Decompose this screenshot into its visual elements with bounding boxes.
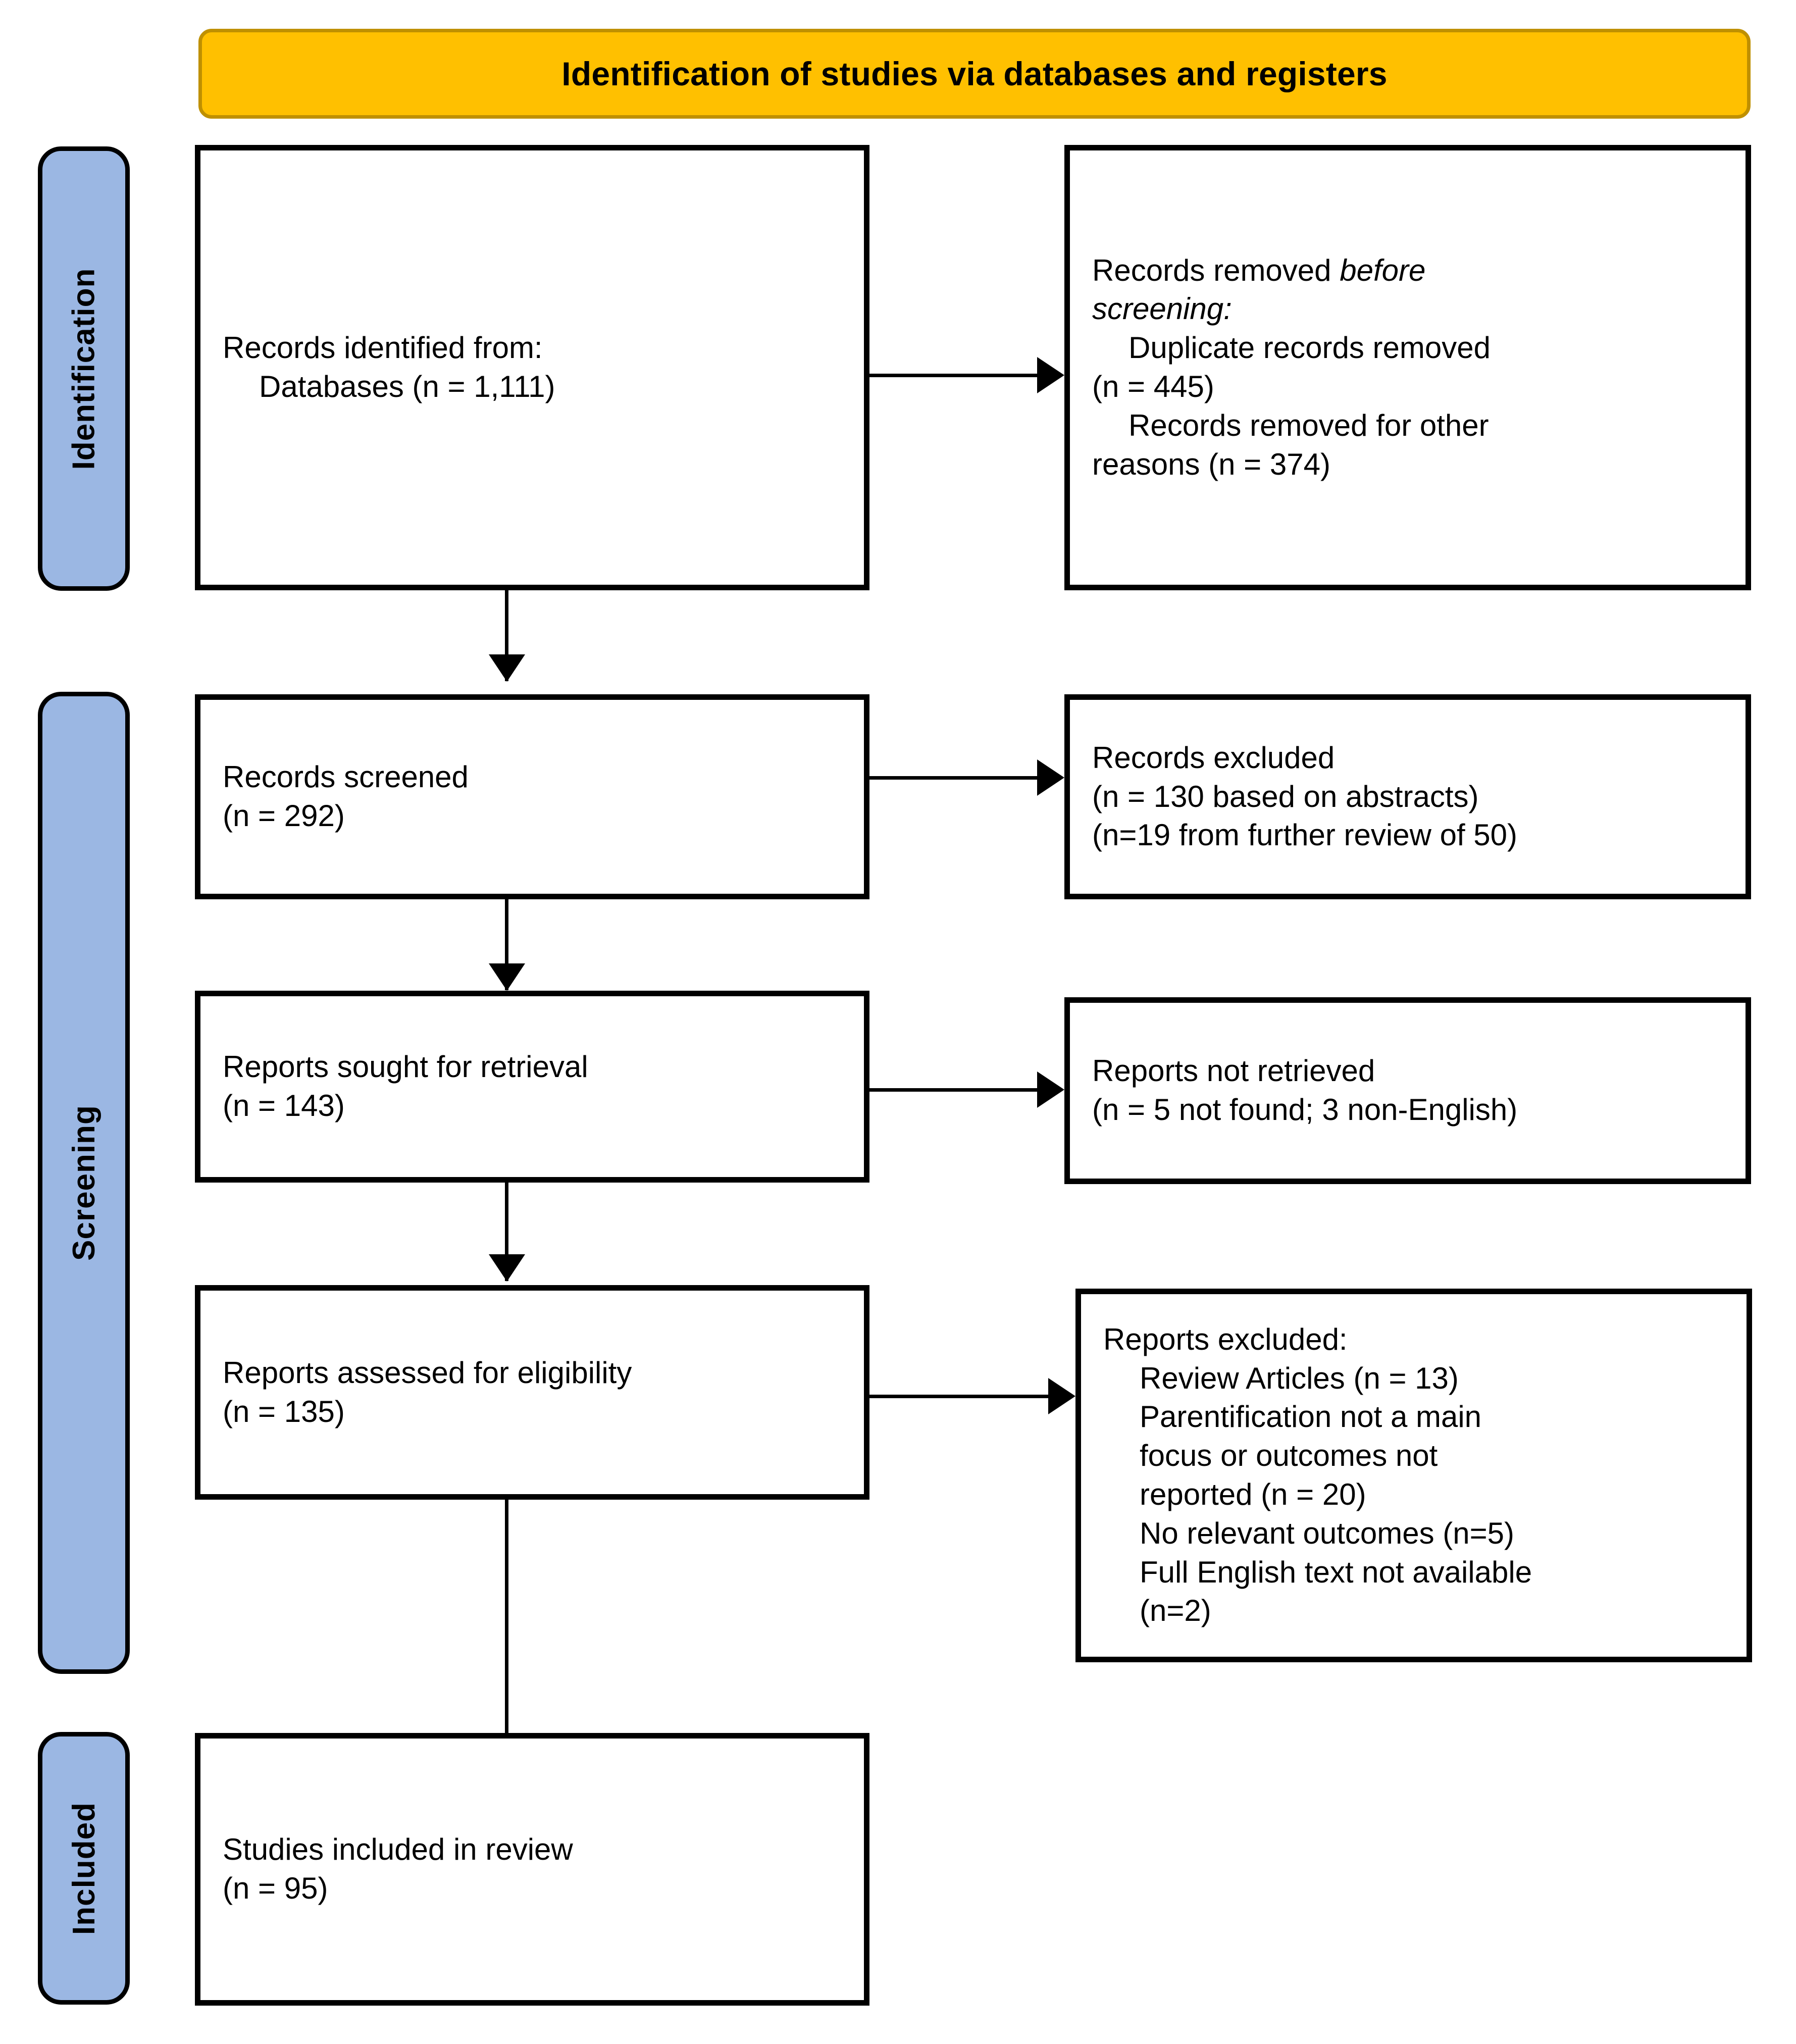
box-studies-included-line-1: Studies included in review xyxy=(223,1832,573,1867)
box-reports-excluded-line-5: reported (n = 20) xyxy=(1140,1477,1366,1511)
arrowhead-identified-to-removed xyxy=(1037,357,1064,393)
box-records-removed: Records removed before screening: Duplic… xyxy=(1064,145,1751,590)
box-reports-sought-line-1: Reports sought for retrieval xyxy=(223,1050,588,1084)
box-reports-excluded-line-8: (n=2) xyxy=(1140,1594,1211,1628)
connector-screened-to-excluded xyxy=(869,776,1037,780)
stage-label-identification-text: Identification xyxy=(66,268,101,470)
box-reports-excluded: Reports excluded: Review Articles (n = 1… xyxy=(1075,1289,1752,1662)
connector-identified-to-screened xyxy=(505,590,508,681)
box-studies-included-line-2: (n = 95) xyxy=(223,1871,328,1905)
connector-sought-to-not-retrieved xyxy=(869,1088,1037,1092)
box-records-removed-line-6: reasons (n = 374) xyxy=(1092,447,1330,481)
box-records-removed-line-3: Duplicate records removed xyxy=(1128,331,1491,365)
box-studies-included: Studies included in review (n = 95) xyxy=(195,1733,869,2006)
box-records-identified-line-1: Records identified from: xyxy=(223,331,543,365)
arrowhead-sought-to-assessed xyxy=(489,1254,525,1282)
box-reports-not-retrieved-line-1: Reports not retrieved xyxy=(1092,1054,1375,1088)
box-reports-excluded-line-6: No relevant outcomes (n=5) xyxy=(1140,1516,1515,1550)
box-records-screened-line-1: Records screened xyxy=(223,760,469,794)
connector-sought-to-assessed xyxy=(505,1183,508,1281)
box-records-removed-line-5: Records removed for other xyxy=(1128,408,1489,442)
box-reports-assessed: Reports assessed for eligibility (n = 13… xyxy=(195,1285,869,1500)
box-reports-sought: Reports sought for retrieval (n = 143) xyxy=(195,991,869,1183)
box-records-removed-line-1: Records removed before xyxy=(1092,251,1723,290)
box-records-identified-line-2: Databases (n = 1,111) xyxy=(259,370,555,403)
box-reports-not-retrieved: Reports not retrieved (n = 5 not found; … xyxy=(1064,997,1751,1184)
connector-identified-to-removed xyxy=(869,374,1037,377)
records-removed-plain: Records removed xyxy=(1092,253,1340,287)
box-reports-sought-line-2: (n = 143) xyxy=(223,1089,345,1122)
stage-label-screening: Screening xyxy=(38,692,130,1674)
stage-label-included: Included xyxy=(38,1732,130,2005)
box-records-identified: Records identified from: Databases (n = … xyxy=(195,145,869,590)
box-reports-excluded-line-2: Review Articles (n = 13) xyxy=(1140,1361,1459,1395)
box-reports-excluded-line-7: Full English text not available xyxy=(1140,1555,1532,1589)
box-reports-assessed-line-2: (n = 135) xyxy=(223,1394,345,1428)
box-records-removed-line-2: screening: xyxy=(1092,292,1232,326)
box-records-screened: Records screened (n = 292) xyxy=(195,694,869,899)
connector-assessed-to-included xyxy=(505,1500,508,1762)
box-reports-excluded-line-1: Reports excluded: xyxy=(1103,1322,1348,1356)
box-records-screened-line-2: (n = 292) xyxy=(223,799,345,833)
records-removed-em: before xyxy=(1340,253,1426,287)
arrowhead-identified-to-screened xyxy=(489,654,525,682)
stage-label-screening-text: Screening xyxy=(66,1105,101,1261)
connector-screened-to-sought xyxy=(505,899,508,990)
connector-assessed-to-excluded xyxy=(869,1395,1048,1398)
box-reports-excluded-line-4: focus or outcomes not xyxy=(1140,1439,1438,1473)
arrowhead-assessed-to-excluded xyxy=(1048,1378,1075,1414)
identification-banner: Identification of studies via databases … xyxy=(198,29,1751,119)
stage-label-included-text: Included xyxy=(66,1802,101,1935)
arrowhead-sought-to-not-retrieved xyxy=(1037,1071,1064,1108)
box-records-excluded-line-3: (n=19 from further review of 50) xyxy=(1092,818,1518,852)
banner-title: Identification of studies via databases … xyxy=(561,55,1388,92)
box-records-excluded-line-1: Records excluded xyxy=(1092,740,1335,775)
box-reports-excluded-line-3: Parentification not a main xyxy=(1140,1400,1482,1434)
arrowhead-screened-to-sought xyxy=(489,963,525,991)
box-records-excluded: Records excluded (n = 130 based on abstr… xyxy=(1064,694,1751,899)
box-records-removed-line-4: (n = 445) xyxy=(1092,370,1214,403)
stage-label-identification: Identification xyxy=(38,146,130,591)
box-reports-not-retrieved-line-2: (n = 5 not found; 3 non-English) xyxy=(1092,1093,1518,1127)
box-records-excluded-line-2: (n = 130 based on abstracts) xyxy=(1092,779,1479,813)
box-reports-assessed-line-1: Reports assessed for eligibility xyxy=(223,1355,632,1390)
arrowhead-screened-to-excluded xyxy=(1037,759,1064,796)
